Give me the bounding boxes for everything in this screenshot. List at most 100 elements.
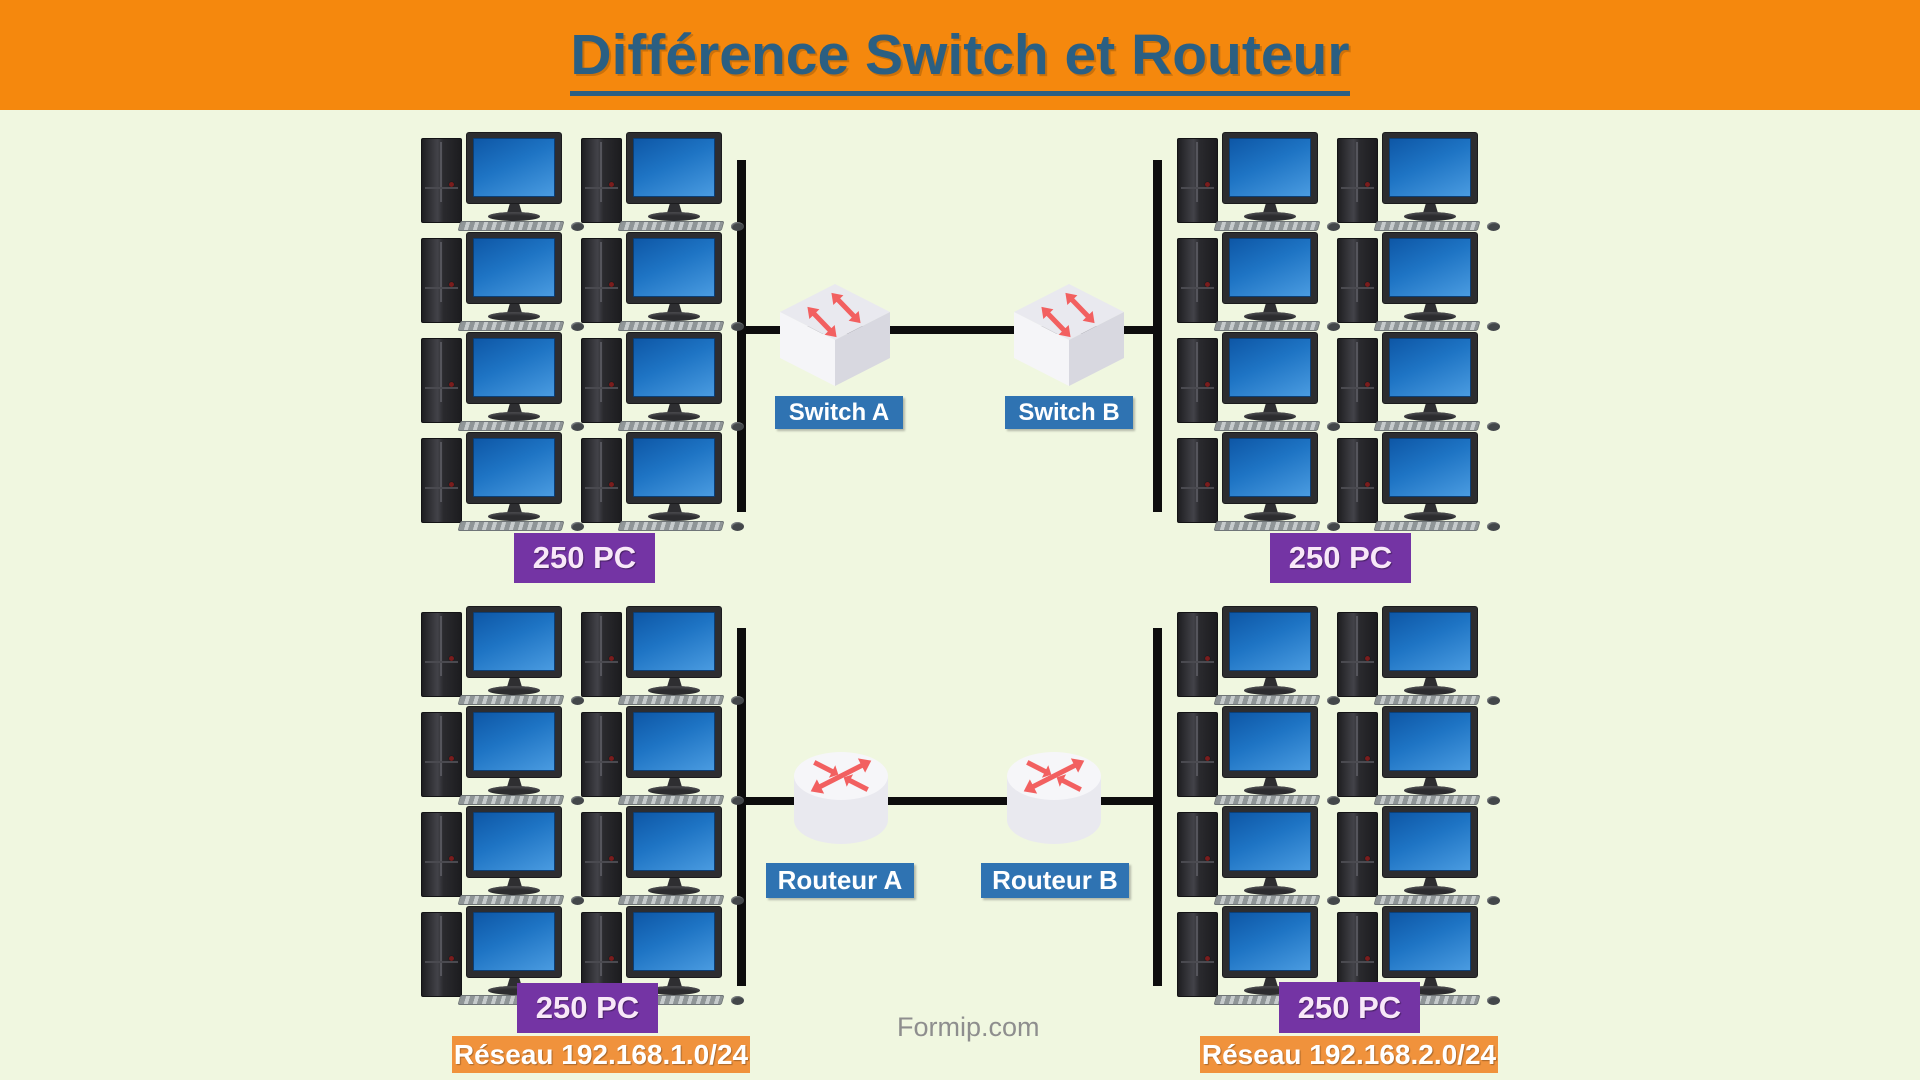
mouse-icon	[1327, 422, 1340, 431]
monitor-stand	[1263, 404, 1278, 413]
monitor-base	[488, 986, 540, 995]
pc-screen	[1389, 438, 1471, 497]
power-button-icon	[1205, 182, 1210, 187]
pc-screen	[1389, 338, 1471, 397]
monitor-base	[1404, 312, 1456, 321]
desktop-computer-icon	[1337, 332, 1500, 432]
mouse-icon	[1487, 796, 1500, 805]
monitor-stand	[667, 504, 682, 513]
pc-monitor-icon	[466, 132, 562, 204]
desktop-computer-icon	[1337, 232, 1500, 332]
pc-screen	[633, 912, 715, 971]
monitor-base	[488, 686, 540, 695]
desktop-computer-icon	[421, 706, 584, 806]
monitor-stand	[667, 678, 682, 687]
bus-line-bottom-right	[1153, 628, 1162, 986]
monitor-stand	[1423, 878, 1438, 887]
pc-monitor-icon	[1382, 332, 1478, 404]
pc-tower-icon	[1177, 912, 1218, 997]
mouse-icon	[571, 696, 584, 705]
pc-monitor-icon	[466, 232, 562, 304]
pc-group-top-left	[421, 132, 744, 532]
power-button-icon	[449, 482, 454, 487]
keyboard-icon	[457, 321, 565, 331]
pc-tower-icon	[1337, 712, 1378, 797]
monitor-base	[488, 212, 540, 221]
keyboard-icon	[617, 795, 725, 805]
mouse-icon	[1487, 522, 1500, 531]
pc-tower-icon	[1177, 712, 1218, 797]
pc-screen	[1389, 812, 1471, 871]
pc-screen	[1229, 712, 1311, 771]
power-button-icon	[1365, 182, 1370, 187]
keyboard-icon	[1213, 795, 1321, 805]
mouse-icon	[731, 696, 744, 705]
pc-tower-icon	[1177, 438, 1218, 523]
mouse-icon	[571, 322, 584, 331]
power-button-icon	[449, 382, 454, 387]
keyboard-icon	[457, 695, 565, 705]
keyboard-icon	[1213, 521, 1321, 531]
pc-screen	[1229, 912, 1311, 971]
monitor-base	[648, 212, 700, 221]
power-button-icon	[449, 956, 454, 961]
monitor-stand	[667, 404, 682, 413]
monitor-stand	[667, 778, 682, 787]
pc-screen	[633, 438, 715, 497]
pc-screen	[473, 712, 555, 771]
monitor-stand	[1263, 678, 1278, 687]
pc-tower-icon	[421, 138, 462, 223]
desktop-computer-icon	[421, 432, 584, 532]
pc-tower-icon	[421, 812, 462, 897]
power-button-icon	[1365, 282, 1370, 287]
monitor-base	[648, 312, 700, 321]
keyboard-icon	[617, 421, 725, 431]
desktop-computer-icon	[1177, 706, 1340, 806]
keyboard-icon	[617, 221, 725, 231]
power-button-icon	[1205, 756, 1210, 761]
pc-tower-icon	[1337, 612, 1378, 697]
pc-screen	[633, 238, 715, 297]
router-a-icon	[794, 752, 888, 844]
keyboard-icon	[457, 221, 565, 231]
desktop-computer-icon	[421, 606, 584, 706]
mouse-icon	[1487, 896, 1500, 905]
monitor-base	[1244, 212, 1296, 221]
pc-tower-icon	[1177, 238, 1218, 323]
keyboard-icon	[1373, 221, 1481, 231]
pc-screen	[473, 138, 555, 197]
desktop-computer-icon	[1337, 606, 1500, 706]
power-button-icon	[449, 656, 454, 661]
monitor-base	[648, 786, 700, 795]
monitor-stand	[667, 878, 682, 887]
router-b-label: Routeur B	[981, 863, 1129, 898]
monitor-base	[488, 412, 540, 421]
mouse-icon	[1327, 522, 1340, 531]
pc-screen	[473, 438, 555, 497]
pc-monitor-icon	[626, 606, 722, 678]
monitor-base	[648, 986, 700, 995]
desktop-computer-icon	[581, 432, 744, 532]
keyboard-icon	[1213, 695, 1321, 705]
pc-count-badge-top-right: 250 PC	[1270, 533, 1411, 583]
pc-tower-icon	[581, 138, 622, 223]
desktop-computer-icon	[1337, 706, 1500, 806]
power-button-icon	[1365, 856, 1370, 861]
power-button-icon	[1205, 856, 1210, 861]
mouse-icon	[1487, 696, 1500, 705]
power-button-icon	[1205, 956, 1210, 961]
mouse-icon	[1487, 322, 1500, 331]
power-button-icon	[609, 482, 614, 487]
monitor-base	[1404, 886, 1456, 895]
desktop-computer-icon	[1177, 806, 1340, 906]
monitor-stand	[1423, 204, 1438, 213]
power-button-icon	[1205, 282, 1210, 287]
monitor-base	[1404, 786, 1456, 795]
keyboard-icon	[1373, 521, 1481, 531]
page-title: Différence Switch et Routeur	[570, 22, 1350, 96]
monitor-stand	[1423, 304, 1438, 313]
monitor-stand	[1263, 304, 1278, 313]
title-banner: Différence Switch et Routeur	[0, 0, 1920, 110]
monitor-stand	[507, 204, 522, 213]
monitor-stand	[507, 404, 522, 413]
